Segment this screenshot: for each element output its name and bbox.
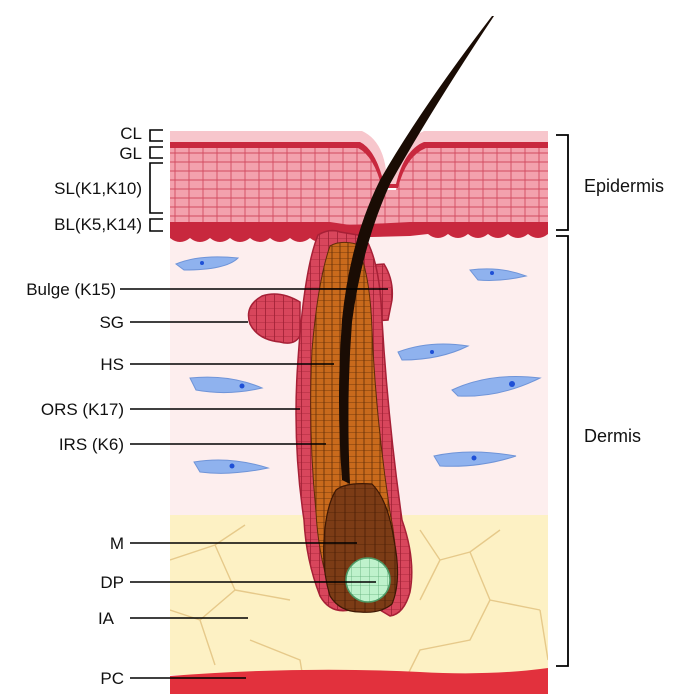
sublayer-brackets (149, 129, 163, 232)
region-brackets (556, 134, 569, 667)
fibroblast-cell (189, 376, 264, 394)
label-irs: IRS (K6) (59, 435, 124, 454)
label-cl: CL (120, 124, 142, 143)
label-m: M (110, 534, 124, 553)
label-ors: ORS (K17) (41, 400, 124, 419)
fibroblast-cell (469, 268, 528, 281)
label-dp: DP (100, 573, 124, 592)
region-epidermis: Epidermis (584, 176, 664, 196)
label-sg: SG (99, 313, 124, 332)
granular-layer (170, 142, 548, 188)
label-gl: GL (119, 144, 142, 163)
adipocyte-outlines (170, 524, 548, 691)
fibroblast-cell (451, 376, 542, 397)
label-bl: BL(K5,K14) (54, 215, 142, 234)
label-sl: SL(K1,K10) (54, 179, 142, 198)
epidermis-layers (170, 140, 548, 236)
panniculus-carnosus (170, 668, 548, 694)
dermal-papilla (345, 557, 391, 603)
leader-lines (120, 288, 388, 679)
fibroblast-cell (174, 256, 240, 271)
label-ia: IA (98, 609, 115, 628)
cornified-layer (170, 131, 548, 184)
label-pc: PC (100, 669, 124, 688)
label-hs: HS (100, 355, 124, 374)
label-bulge: Bulge (K15) (26, 280, 116, 299)
basal-layer (170, 222, 548, 242)
region-dermis: Dermis (584, 426, 641, 446)
sebaceous-gland (247, 293, 301, 344)
